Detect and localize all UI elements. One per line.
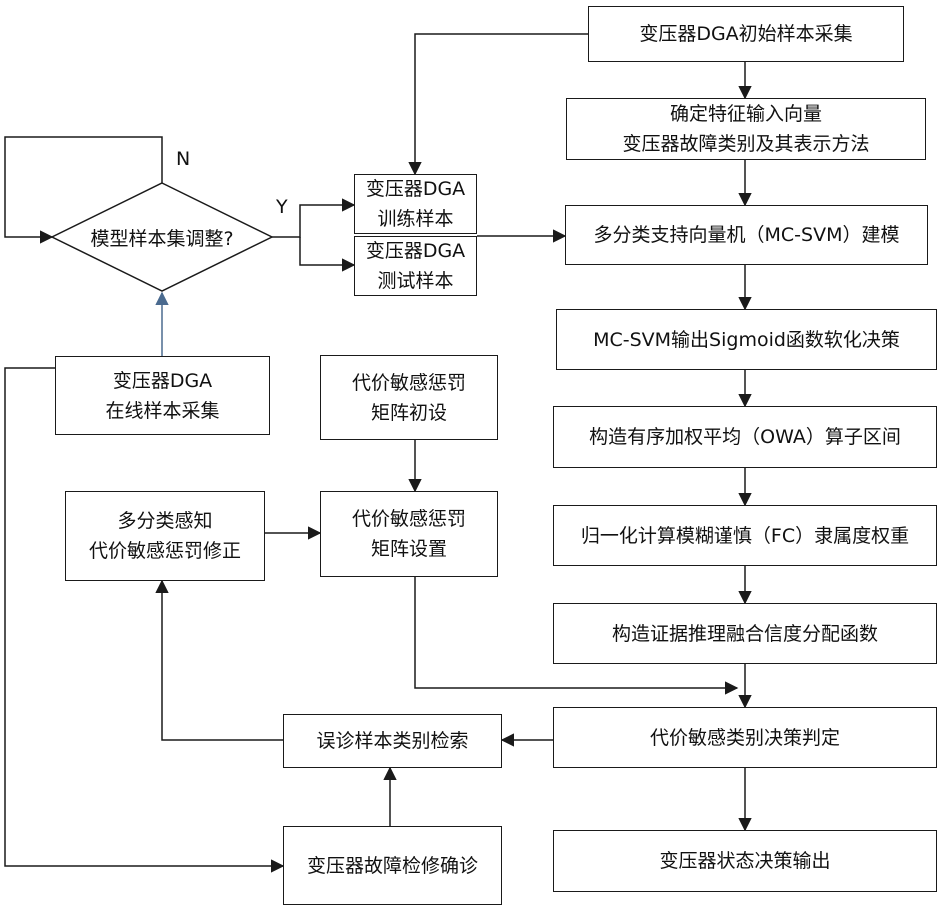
evidence-box: 构造证据推理融合信度分配函数 — [553, 603, 937, 664]
state-output-box: 变压器状态决策输出 — [553, 830, 937, 892]
mcsvm-model-text: 多分类支持向量机（MC-SVM）建模 — [594, 220, 900, 250]
state-output-text: 变压器状态决策输出 — [659, 846, 830, 876]
matrix-set-line1: 代价敏感惩罚 — [352, 504, 466, 534]
train-sample-box: 变压器DGA 训练样本 — [354, 174, 477, 234]
initial-collection-box: 变压器DGA初始样本采集 — [588, 6, 904, 62]
branch-label-no: N — [176, 148, 190, 170]
correction-line1: 多分类感知 — [117, 506, 212, 536]
matrix-init-line2: 矩阵初设 — [371, 398, 447, 428]
matrix-init-line1: 代价敏感惩罚 — [352, 368, 466, 398]
initial-collection-text: 变压器DGA初始样本采集 — [639, 19, 852, 49]
evidence-text: 构造证据推理融合信度分配函数 — [612, 619, 878, 649]
online-collection-line2: 在线样本采集 — [105, 396, 219, 426]
test-sample-line1: 变压器DGA — [366, 236, 465, 266]
matrix-init-box: 代价敏感惩罚 矩阵初设 — [320, 355, 498, 440]
correction-line2: 代价敏感惩罚修正 — [89, 536, 241, 566]
feature-box: 确定特征输入向量 变压器故障类别及其表示方法 — [566, 98, 926, 160]
test-sample-line2: 测试样本 — [377, 266, 453, 296]
cost-decision-box: 代价敏感类别决策判定 — [553, 707, 937, 768]
branch-label-yes: Y — [276, 196, 288, 218]
arrow-yes-to-test — [300, 237, 354, 265]
train-sample-line2: 训练样本 — [377, 204, 453, 234]
misdiag-search-box: 误诊样本类别检索 — [283, 714, 502, 768]
sigmoid-box: MC-SVM输出Sigmoid函数软化决策 — [556, 309, 937, 370]
online-collection-box: 变压器DGA 在线样本采集 — [55, 356, 270, 435]
arrow-online-to-fault-check — [5, 368, 283, 866]
online-collection-line1: 变压器DGA — [113, 366, 212, 396]
arrow-misdiag-to-correction — [162, 581, 283, 740]
feature-text-line1: 确定特征输入向量 — [670, 99, 822, 129]
fault-check-box: 变压器故障检修确诊 — [283, 826, 502, 905]
matrix-set-box: 代价敏感惩罚 矩阵设置 — [320, 491, 498, 577]
cost-decision-text: 代价敏感类别决策判定 — [650, 723, 840, 753]
owa-text: 构造有序加权平均（OWA）算子区间 — [589, 422, 901, 452]
fc-weight-text: 归一化计算模糊谨慎（FC）隶属度权重 — [581, 521, 909, 551]
arrow-initial-to-train — [415, 34, 588, 174]
correction-box: 多分类感知 代价敏感惩罚修正 — [65, 491, 265, 581]
owa-box: 构造有序加权平均（OWA）算子区间 — [553, 406, 937, 468]
matrix-set-line2: 矩阵设置 — [371, 534, 447, 564]
test-sample-box: 变压器DGA 测试样本 — [354, 236, 477, 296]
fault-check-text: 变压器故障检修确诊 — [307, 851, 478, 881]
fc-weight-box: 归一化计算模糊谨慎（FC）隶属度权重 — [553, 505, 937, 566]
decision-text: 模型样本集调整? — [62, 224, 262, 251]
misdiag-search-text: 误诊样本类别检索 — [316, 726, 468, 756]
train-sample-line1: 变压器DGA — [366, 174, 465, 204]
mcsvm-model-box: 多分类支持向量机（MC-SVM）建模 — [565, 205, 928, 265]
sigmoid-text: MC-SVM输出Sigmoid函数软化决策 — [593, 325, 900, 355]
feature-text-line2: 变压器故障类别及其表示方法 — [622, 129, 869, 159]
